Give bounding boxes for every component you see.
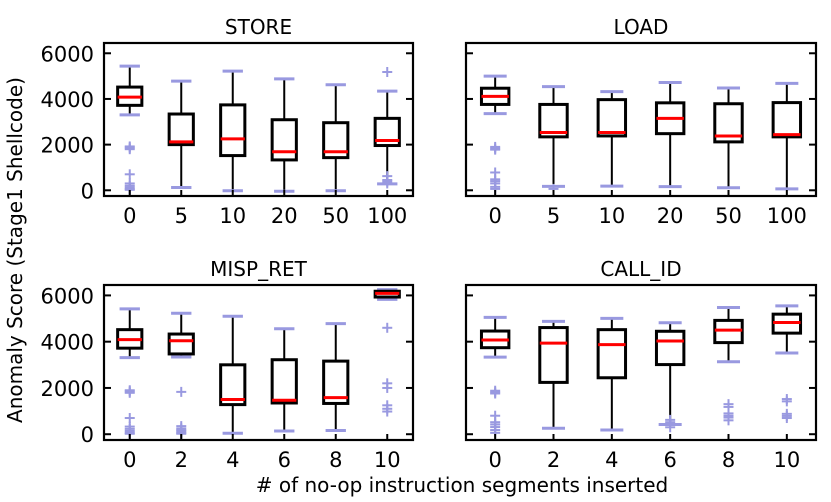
x-tick-label: 10: [773, 448, 800, 472]
box-20: [270, 77, 298, 193]
x-axis-label: # of no-op instruction segments inserted: [256, 473, 669, 497]
x-tick-label: 0: [488, 448, 501, 472]
box-0: [479, 74, 511, 194]
x-tick-label: 100: [367, 204, 407, 228]
x-tick-label: 2: [547, 448, 560, 472]
x-tick-label: 8: [722, 448, 735, 472]
x-tick-label: 20: [657, 204, 684, 228]
box-50: [322, 83, 350, 193]
x-tick-label: 2: [175, 448, 188, 472]
box-6: [270, 327, 298, 433]
x-tick-label: 6: [663, 448, 676, 472]
box-10: [596, 90, 628, 188]
box-4: [219, 314, 247, 435]
box-5: [538, 85, 569, 194]
box-body: [219, 363, 247, 407]
box-50: [713, 86, 744, 190]
y-tick-label: 0: [81, 423, 94, 447]
box-0: [116, 307, 144, 439]
panel-frame: [464, 283, 818, 442]
y-tick-label: 4000: [41, 88, 94, 112]
panel-store: STORE 0 2000 4000 6000 0 5 10 20 50 100: [41, 15, 415, 228]
box-2: [538, 319, 569, 430]
box-2: [167, 311, 195, 439]
box-10: [219, 69, 247, 193]
panel-frame: [464, 41, 818, 198]
x-tick-label: 5: [175, 204, 188, 228]
y-tick-label: 2000: [41, 377, 94, 401]
x-tick-label: 4: [605, 448, 618, 472]
panel-title: STORE: [225, 15, 292, 39]
panel-misp-ret: MISP_RET 0 2000 4000 6000 0 2 4 6 8 10: [41, 257, 415, 472]
panel-frame: [102, 41, 415, 198]
box-body: [771, 101, 803, 139]
x-tick-label: 4: [226, 448, 239, 472]
box-5: [167, 79, 195, 190]
box-body: [167, 332, 195, 356]
x-tick-label: 50: [322, 204, 349, 228]
box-body: [538, 326, 569, 384]
x-tick-label: 8: [329, 448, 342, 472]
box-body: [270, 118, 298, 162]
box-body: [167, 112, 195, 147]
y-tick-label: 6000: [41, 284, 94, 308]
x-tick-label: 10: [374, 448, 401, 472]
box-20: [654, 81, 686, 189]
x-tick-label: 20: [271, 204, 298, 228]
panel-load: LOAD 0 5 10 20 50 100: [464, 15, 818, 228]
panel-title: CALL_ID: [600, 257, 681, 281]
x-tick-label: 0: [123, 204, 136, 228]
box-body: [596, 328, 628, 380]
x-tick-label: 0: [488, 204, 501, 228]
box-4: [596, 316, 628, 432]
x-tick-label: 50: [715, 204, 742, 228]
box-body: [596, 98, 628, 138]
y-tick-label: 6000: [41, 42, 94, 66]
x-tick-label: 0: [123, 448, 136, 472]
panel-call-id: CALL_ID 0 2 4 6 8 10: [464, 257, 818, 472]
panel-title: LOAD: [614, 15, 669, 39]
x-tick-label: 6: [278, 448, 291, 472]
panel-frame: [102, 283, 415, 442]
x-tick-label: 100: [767, 204, 807, 228]
box-100: [373, 67, 401, 189]
box-0: [479, 315, 511, 438]
box-body: [270, 358, 298, 405]
box-body: [219, 103, 247, 158]
box-10: [771, 304, 803, 424]
x-tick-label: 10: [219, 204, 246, 228]
box-100: [771, 81, 803, 191]
box-8: [713, 305, 744, 426]
box-6: [654, 321, 686, 433]
y-tick-label: 4000: [41, 331, 94, 355]
x-tick-label: 5: [547, 204, 560, 228]
box-8: [322, 322, 350, 433]
panel-title: MISP_RET: [210, 257, 307, 281]
y-axis-label: Anomaly Score (Stage1 Shellcode): [3, 77, 27, 423]
y-tick-label: 0: [81, 179, 94, 203]
box-body: [654, 329, 686, 367]
y-tick-label: 2000: [41, 134, 94, 158]
x-tick-label: 10: [598, 204, 625, 228]
box-0: [116, 64, 144, 195]
box-10: [373, 288, 401, 417]
